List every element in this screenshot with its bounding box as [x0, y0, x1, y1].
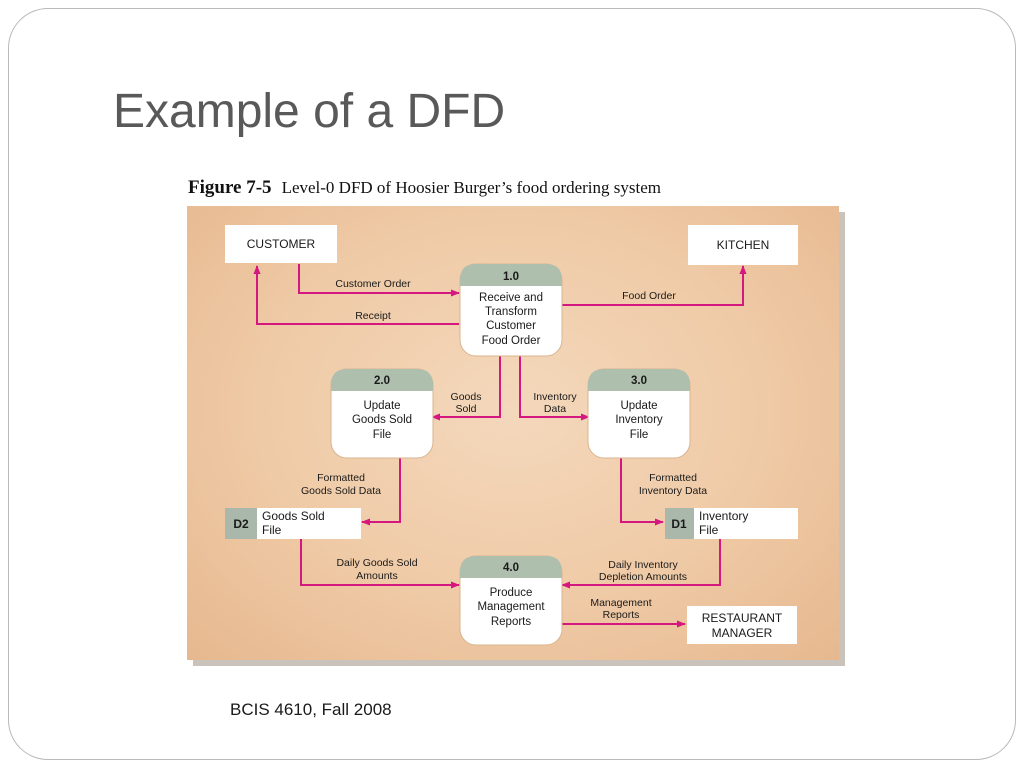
flow-formatted-goods [361, 458, 401, 526]
svg-text:Goods Sold: Goods Sold [262, 509, 325, 523]
process-3: 3.0 Update Inventory File [587, 368, 691, 459]
flow-receipt [253, 265, 459, 325]
label-daily-goods-2: Amounts [356, 570, 397, 582]
svg-text:File: File [373, 429, 392, 441]
label-daily-inventory-2: Depletion Amounts [599, 571, 687, 583]
label-management-reports-2: Reports [603, 609, 640, 621]
svg-text:Reports: Reports [491, 616, 532, 628]
label-daily-inventory-1: Daily Inventory [608, 559, 678, 571]
label-customer-order: Customer Order [335, 278, 411, 290]
svg-text:MANAGER: MANAGER [712, 626, 773, 640]
figure-caption: Figure 7-5 Level-0 DFD of Hoosier Burger’… [188, 177, 661, 199]
svg-text:Produce: Produce [490, 587, 533, 599]
svg-text:2.0: 2.0 [374, 375, 390, 387]
slide-footer: BCIS 4610, Fall 2008 [230, 700, 392, 719]
svg-text:File: File [262, 523, 282, 537]
process-2: 2.0 Update Goods Sold File [330, 368, 434, 459]
svg-text:Inventory: Inventory [615, 414, 663, 426]
label-goods-sold-2: Sold [455, 403, 476, 415]
svg-text:Receive and: Receive and [479, 292, 543, 304]
figure-number: Figure 7-5 [188, 177, 272, 198]
svg-text:File: File [699, 523, 719, 537]
label-food-order: Food Order [622, 290, 676, 302]
label-management-reports-1: Management [590, 597, 651, 609]
label-formatted-inventory-2: Inventory Data [639, 485, 707, 497]
svg-text:Food Order: Food Order [482, 335, 541, 347]
svg-text:Inventory: Inventory [699, 509, 748, 523]
flow-food-order [562, 265, 747, 306]
datastore-d1: D1 Inventory File [665, 508, 798, 539]
svg-text:RESTAURANT: RESTAURANT [702, 611, 783, 625]
figure-caption-text: Level-0 DFD of Hoosier Burger’s food ord… [281, 178, 662, 197]
svg-text:File: File [630, 429, 649, 441]
svg-text:Transform: Transform [485, 306, 537, 318]
svg-text:Customer: Customer [486, 320, 536, 332]
svg-text:4.0: 4.0 [503, 562, 519, 574]
flow-formatted-inventory [620, 458, 664, 526]
label-formatted-inventory-1: Formatted [649, 472, 697, 484]
datastore-d2: D2 Goods Sold File [225, 508, 361, 539]
label-goods-sold-1: Goods [451, 391, 482, 403]
label-formatted-goods-1: Formatted [317, 472, 365, 484]
svg-text:Management: Management [477, 601, 545, 613]
label-receipt: Receipt [355, 310, 391, 322]
svg-text:D2: D2 [233, 517, 249, 531]
flow-daily-goods [300, 539, 460, 589]
label-inventory-data-1: Inventory [533, 391, 577, 403]
svg-text:CUSTOMER: CUSTOMER [247, 237, 316, 251]
entity-restaurant-manager: RESTAURANT MANAGER [687, 606, 797, 644]
label-inventory-data-2: Data [544, 403, 566, 415]
dfd-diagram: CUSTOMER KITCHEN RESTAURANT MANAGER 1.0 … [225, 225, 798, 646]
svg-text:3.0: 3.0 [631, 375, 647, 387]
svg-text:1.0: 1.0 [503, 271, 519, 283]
process-1: 1.0 Receive and Transform Customer Food … [459, 263, 563, 357]
slide-title: Example of a DFD [113, 85, 506, 138]
entity-customer: CUSTOMER [225, 225, 337, 263]
svg-text:Goods Sold: Goods Sold [352, 414, 412, 426]
process-4: 4.0 Produce Management Reports [459, 555, 563, 646]
svg-text:Update: Update [363, 400, 400, 412]
flow-daily-inventory [561, 539, 721, 589]
label-daily-goods-1: Daily Goods Sold [336, 557, 417, 569]
flow-customer-order [298, 264, 460, 297]
flow-inventory-data [519, 356, 590, 421]
svg-text:Update: Update [620, 400, 657, 412]
svg-text:KITCHEN: KITCHEN [717, 238, 770, 252]
label-formatted-goods-2: Goods Sold Data [301, 485, 381, 497]
svg-text:D1: D1 [671, 517, 687, 531]
entity-kitchen: KITCHEN [688, 225, 798, 265]
flow-goods-sold [431, 356, 501, 421]
